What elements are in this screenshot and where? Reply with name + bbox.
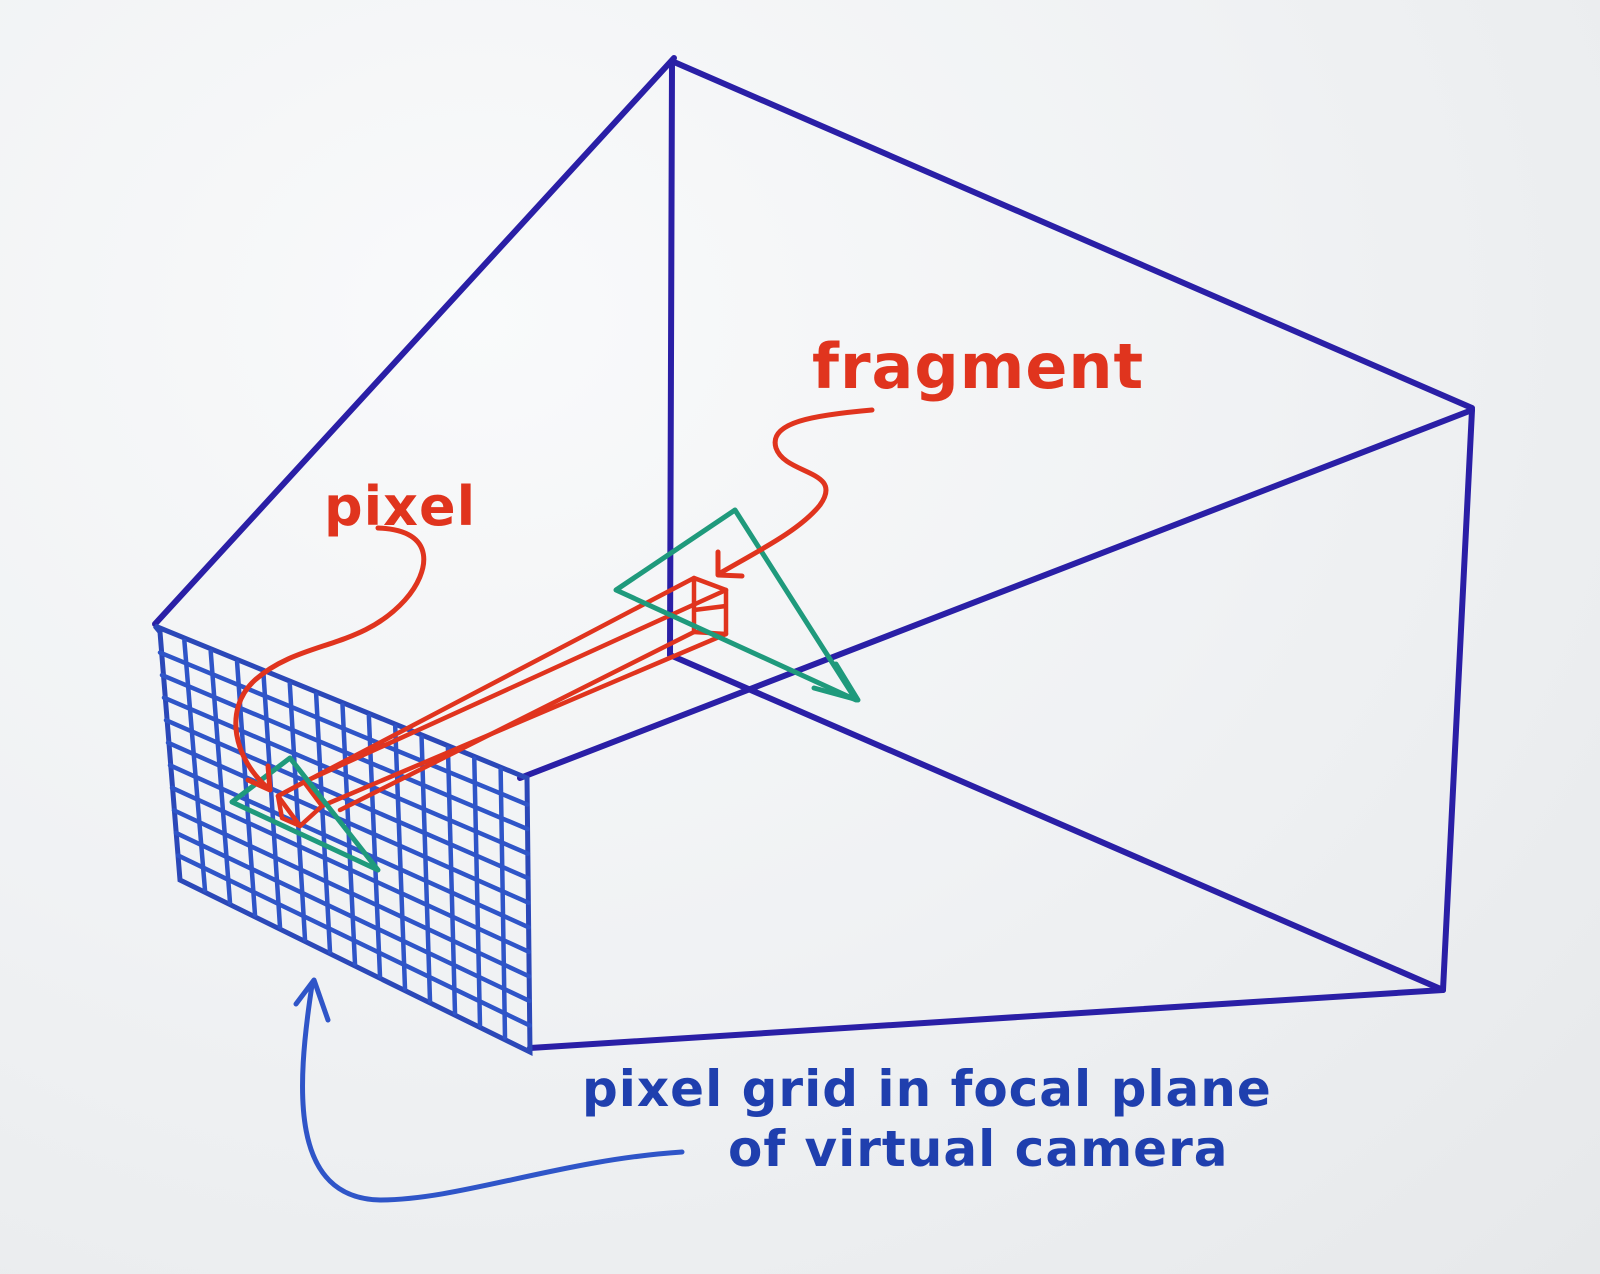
pixel-arrow	[233, 525, 427, 791]
grid-row-line	[165, 740, 531, 905]
grid-column-line	[261, 670, 283, 930]
caption-arrow-line	[300, 982, 685, 1203]
grid-column-line	[287, 681, 308, 942]
caption-arrow	[293, 977, 685, 1203]
grid-row-line	[173, 830, 532, 1004]
frustum-edge-middle	[517, 407, 1475, 781]
grid-column-line	[182, 638, 208, 893]
grid-column-line	[392, 724, 408, 991]
fragment-arrow	[719, 407, 875, 575]
pixel-grid	[153, 623, 533, 1057]
red-arrows	[233, 407, 875, 793]
pixel-arrowhead	[245, 763, 273, 793]
grid-column-line	[313, 692, 333, 954]
ray-edge-1	[275, 575, 697, 799]
grid-row-line	[171, 808, 532, 979]
pixel-cell-box-depth	[275, 793, 303, 829]
grid-column-line	[498, 767, 508, 1040]
grid-row-line	[163, 717, 531, 881]
fragment-arrowhead	[715, 549, 745, 579]
triangles	[229, 507, 861, 873]
grid-row-line	[175, 853, 532, 1028]
frustum-edge-right-vertical	[1440, 407, 1475, 993]
grid-row-line	[157, 650, 530, 807]
frustum-edge-far-vertical	[667, 59, 675, 658]
frustum-edge-bottom-diagonal	[667, 652, 1446, 993]
grid-column-line	[366, 713, 383, 979]
frustum-edge-top-far	[671, 59, 1475, 411]
pixel-cell-box	[275, 779, 325, 829]
label-fragment: fragment	[812, 330, 1144, 403]
frustum-edge-bottom	[527, 987, 1446, 1051]
grid-row-line	[167, 763, 531, 930]
grid-row-line	[169, 785, 532, 955]
grid-column-line	[445, 745, 458, 1016]
grid-column-line	[419, 734, 433, 1004]
grid-row-line	[161, 695, 531, 856]
pixel-grid-lines	[157, 638, 532, 1040]
ray-edge-4	[337, 629, 697, 813]
pixel-ray	[275, 575, 729, 829]
scene-triangle	[613, 507, 859, 703]
label-pixel: pixel	[324, 475, 476, 538]
scene-triangle-tail	[811, 661, 861, 703]
caption-arrowhead	[293, 977, 331, 1023]
caption-line-1: pixel grid in focal plane	[582, 1060, 1272, 1118]
grid-row-line	[159, 672, 530, 832]
grid-column-line	[472, 756, 483, 1028]
pixel-grid-border	[153, 623, 533, 1057]
ray-edge-2	[301, 587, 729, 785]
caption-line-2: of virtual camera	[728, 1120, 1228, 1178]
view-frustum	[152, 55, 1475, 1051]
ray-edge-3	[319, 631, 729, 809]
grid-column-line	[208, 649, 233, 905]
frustum-edge-top	[152, 55, 677, 627]
